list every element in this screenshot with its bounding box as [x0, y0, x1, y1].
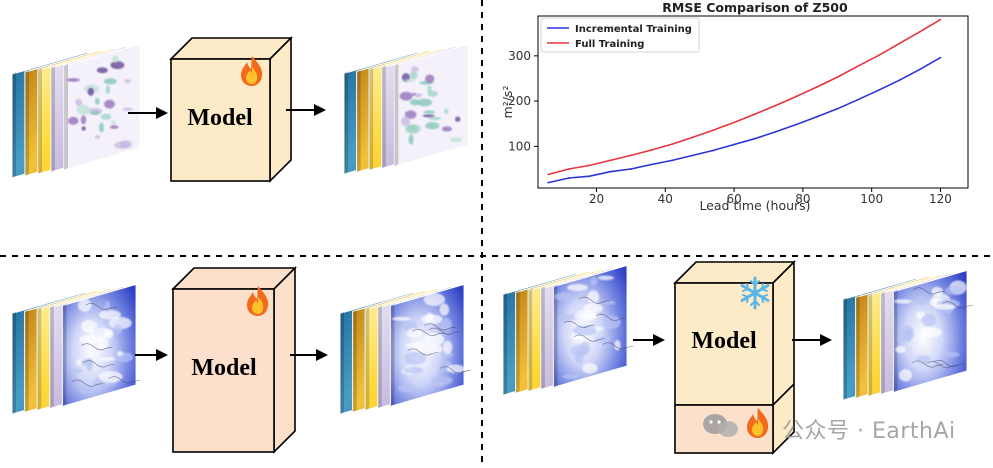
- data-point: [918, 68, 921, 71]
- data-point: [650, 149, 653, 151]
- x-tick-label: 60: [726, 192, 741, 206]
- y-tick-label: 200: [508, 94, 531, 108]
- data-point: [671, 159, 674, 162]
- data-point: [568, 168, 570, 170]
- x-tick-label: 40: [658, 192, 673, 206]
- data-point: [733, 121, 735, 124]
- legend: Incremental Training Full Training: [540, 17, 700, 53]
- legend-label-incremental: Incremental Training: [575, 24, 692, 35]
- panel-bottom-left: Model: [11, 266, 471, 454]
- layer-globe-field: [892, 269, 973, 394]
- data-point: [691, 154, 694, 157]
- input-data-stack: [11, 283, 140, 416]
- series-lines: [547, 18, 942, 184]
- data-point: [753, 137, 756, 140]
- frozen-part: [674, 282, 774, 406]
- data-point: [547, 173, 550, 176]
- y-tick-label: 300: [508, 49, 531, 63]
- arrow-out: [792, 334, 832, 346]
- data-point: [898, 42, 901, 45]
- wechat-icon: [703, 414, 738, 437]
- fire-icon: [247, 286, 269, 316]
- output-data-stack: [339, 283, 471, 416]
- layer-globe-field: [61, 283, 140, 408]
- data-point: [588, 175, 591, 178]
- x-axis: 20 40 60 80 100 120: [589, 188, 952, 206]
- legend-label-full: Full Training: [575, 39, 644, 50]
- arrow-in: [135, 349, 168, 361]
- x-tick-label: 80: [795, 192, 810, 206]
- panel-top-left: Model: [11, 36, 469, 183]
- data-point: [877, 54, 880, 57]
- x-tick-label: 100: [860, 192, 883, 206]
- y-tick-label: 100: [508, 139, 531, 153]
- data-point: [836, 76, 839, 79]
- y-axis-label: m²/s²: [500, 86, 515, 119]
- fire-icon: [747, 408, 769, 438]
- plot-frame: [537, 15, 969, 189]
- output-data-stack: [842, 269, 973, 402]
- data-point: [774, 130, 777, 133]
- watermark-text: 公众号 · EarthAi: [782, 419, 956, 444]
- data-point: [568, 177, 570, 179]
- data-point: [671, 143, 674, 145]
- data-point: [629, 168, 632, 170]
- data-point: [712, 129, 715, 131]
- data-point: [836, 107, 839, 110]
- model-label: Model: [187, 105, 253, 131]
- data-point: [898, 79, 901, 82]
- arrow-out: [286, 104, 326, 116]
- fire-icon: [241, 56, 263, 86]
- chart-title: RMSE Comparison of Z500: [662, 0, 848, 15]
- series-line-full: [548, 18, 941, 176]
- y-axis: 100 200 300: [508, 49, 538, 153]
- model-box: Model: [171, 266, 297, 454]
- layer-mixed-field: [63, 43, 141, 171]
- data-point: [733, 143, 735, 146]
- output-data-stack: [343, 43, 469, 176]
- data-point: [939, 56, 942, 59]
- data-point: [753, 113, 756, 116]
- model-box: Model: [169, 36, 293, 183]
- panel-bottom-right: Model: [502, 260, 973, 455]
- snowflake-icon: [740, 276, 770, 310]
- arrow-in: [633, 334, 665, 346]
- data-point: [877, 89, 880, 92]
- model-label: Model: [191, 355, 257, 381]
- data-point: [795, 95, 797, 98]
- series-line-incremental: [548, 56, 941, 184]
- data-point: [795, 123, 797, 126]
- arrow-out: [290, 349, 328, 361]
- input-data-stack: [502, 264, 634, 397]
- data-point: [588, 164, 591, 167]
- model-box: Model: [673, 260, 796, 455]
- data-point: [629, 154, 632, 157]
- data-point: [691, 136, 694, 139]
- data-point: [774, 104, 777, 107]
- x-axis-label: Lead time (hours): [699, 198, 810, 213]
- data-point: [939, 18, 942, 21]
- input-data-stack: [11, 43, 141, 179]
- data-point: [650, 163, 653, 166]
- x-tick-label: 120: [929, 192, 952, 206]
- rmse-chart: RMSE Comparison of Z500 100 200 300 20 40 60…: [500, 0, 969, 213]
- arrow-in: [128, 107, 168, 119]
- data-point: [712, 149, 715, 152]
- layer-mixed-field: [393, 43, 469, 168]
- data-point: [918, 30, 921, 33]
- x-tick-label: 20: [589, 192, 604, 206]
- watermark: 公众号 · EarthAi: [703, 413, 956, 445]
- model-label: Model: [691, 328, 757, 354]
- data-point: [815, 86, 818, 88]
- data-point: [547, 181, 550, 184]
- layer-globe-field: [389, 283, 471, 408]
- data-point: [609, 170, 612, 173]
- data-point: [609, 159, 612, 162]
- data-point: [815, 116, 818, 118]
- data-point: [857, 98, 859, 101]
- layer-globe-field: [552, 264, 634, 389]
- data-point: [857, 65, 859, 68]
